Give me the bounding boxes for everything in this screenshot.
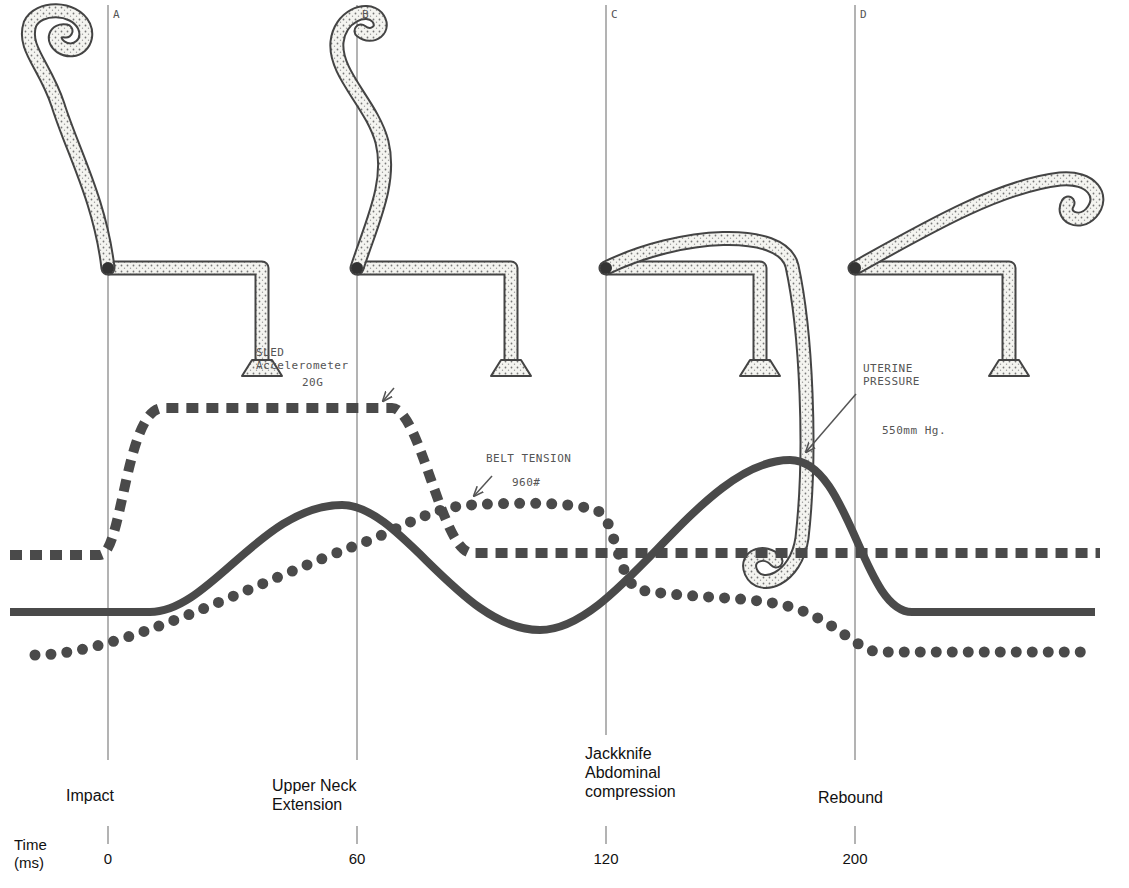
seat [606,268,780,376]
pivot-dot [600,262,612,274]
time-line [356,826,358,844]
seat [108,268,282,376]
event-label: Upper Neck Extension [272,776,382,814]
tick-value: 60 [349,850,366,868]
phase-letter: C [611,8,618,21]
phase-letter: A [113,8,120,21]
time-line [356,5,358,760]
curve-label: UTERINE PRESSURE [863,362,920,388]
pivot-dot [849,262,861,274]
phase-letter: D [860,8,867,21]
pivot-dots [102,262,861,274]
body-jackknife [606,238,807,581]
sled-acceleration-curve [10,408,1100,555]
body-neck-extension [337,13,385,268]
time-line [854,826,856,844]
seat [357,268,531,376]
time-line [605,826,607,844]
curve-label: SLED Accelerometer [256,346,349,372]
curve-value: 960# [512,476,541,489]
seat [855,268,1029,376]
leader-line [474,476,492,496]
tick-value: 0 [104,850,112,868]
leader-lines [383,388,856,496]
time-line [107,826,109,844]
curve-label: BELT TENSION [486,452,571,465]
leader-line [383,388,394,401]
pivot-dot [351,262,363,274]
time-line [605,5,607,735]
curve-value: 20G [302,376,323,389]
time-lines [108,5,855,844]
body-figures [28,11,1097,582]
body-rebound [855,179,1097,268]
phase-letter: B [362,8,369,21]
event-label: Impact [66,786,114,805]
leader-line [806,394,856,452]
seat-figures [108,268,1029,376]
time-line [107,5,109,760]
uterine-pressure-curve [10,460,1095,630]
belt-tension-curve [35,503,1090,655]
tick-value: 200 [842,850,867,868]
axis-label: Time (ms) [14,836,47,872]
curve-value: 550mm Hg. [882,424,946,437]
body-upright [28,11,108,268]
event-label: Jackknife Abdominal compression [585,744,676,802]
event-label: Rebound [818,788,883,807]
pivot-dot [102,262,114,274]
tick-value: 120 [593,850,618,868]
